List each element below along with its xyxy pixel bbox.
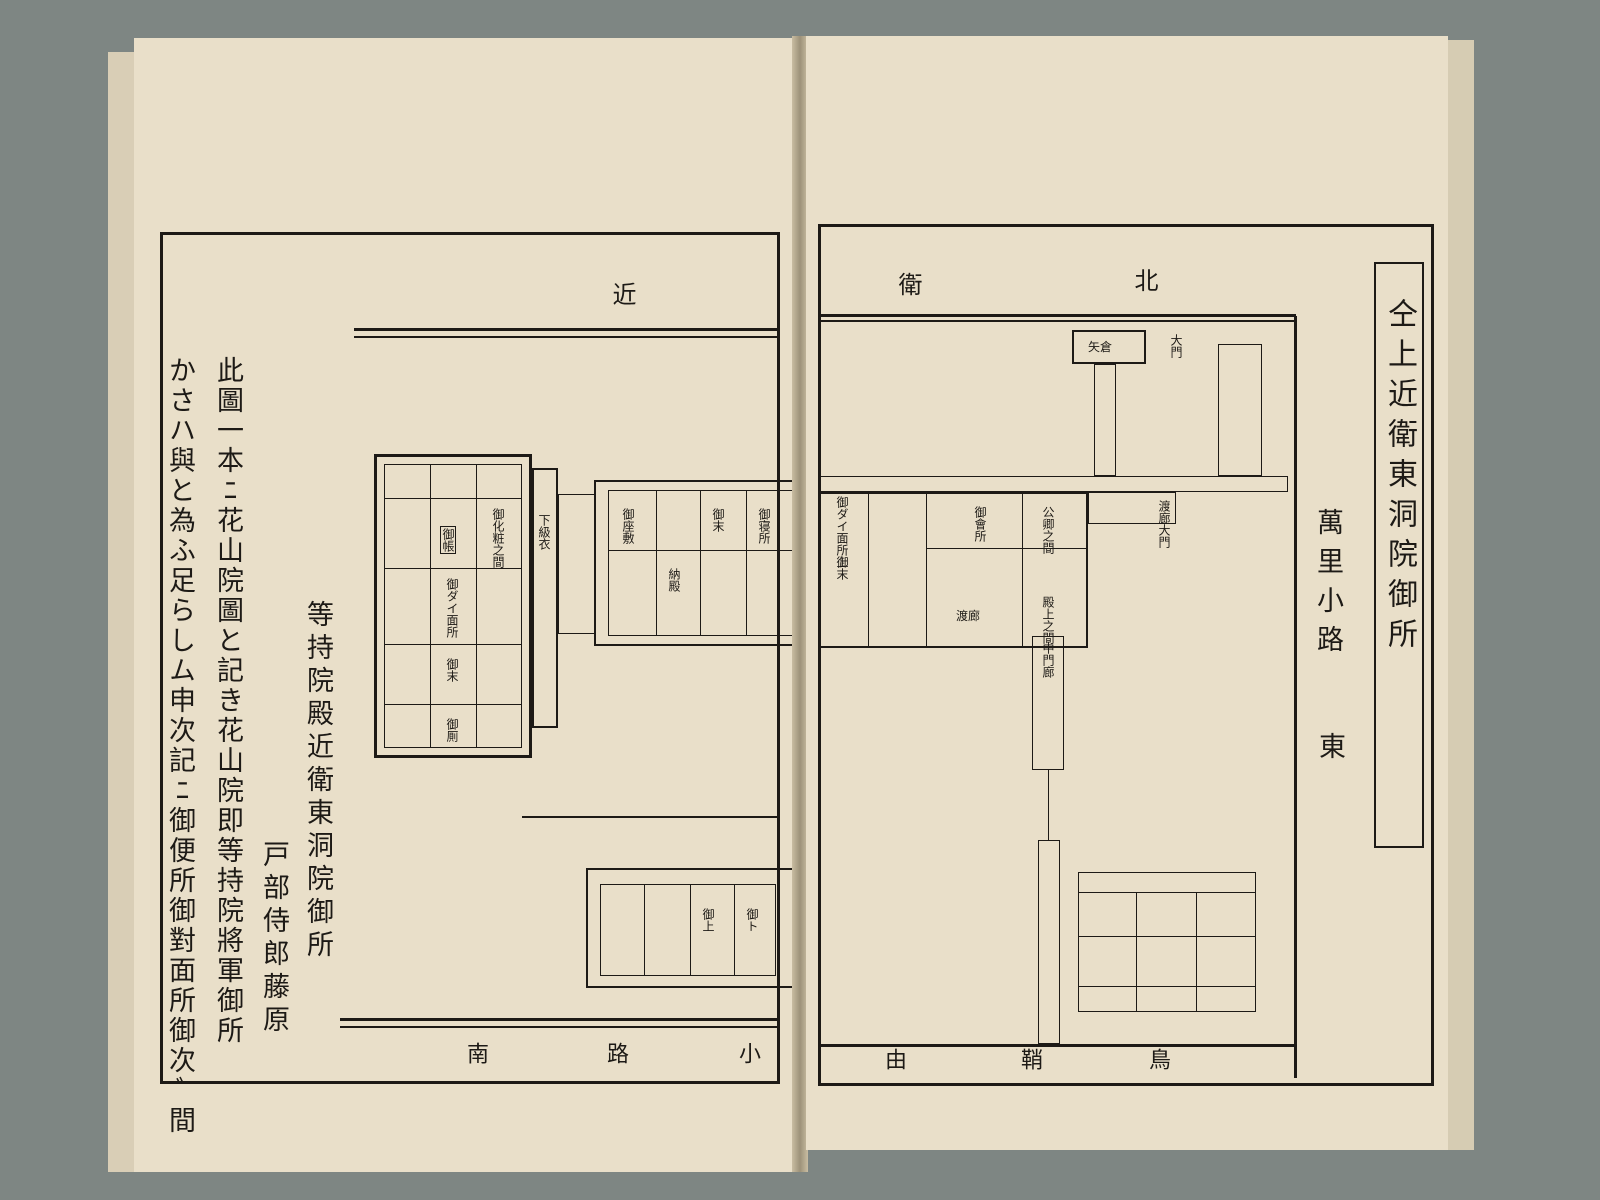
building-south-inner [600,884,776,976]
street-top-label: 近 [608,282,636,306]
grid-line [384,704,522,705]
grid-line [644,884,645,976]
street-top-label: 北 [1130,268,1158,292]
street-bottom-label: 南 [463,1042,488,1064]
building-southeast [1078,872,1256,1012]
grid-line [384,568,522,569]
gate-building [1072,330,1146,364]
grid-line [868,492,869,648]
right-page: 仝上近衛東洞院御所 萬里小路 東 衛 北 矢倉 大門 御會所 公卿之間 殿上之間… [806,36,1448,1150]
title-box [1374,262,1424,848]
connector-line [1048,770,1049,840]
open-book: 近 御帳 御化粧之間 御ダイ面所 御末 御厠 下級衣 御寝所 御末 [108,32,1490,1180]
grid-line [608,550,794,551]
room-label: 渡廊大門 [1157,500,1171,548]
note-line-1: 此圖一本ﾆ花山院圖と記き花山院即等持院將軍御所 [212,356,243,1046]
grid-line [700,490,701,636]
room-label: 御厠 [445,718,459,742]
corridor-main [818,476,1288,492]
left-page: 近 御帳 御化粧之間 御ダイ面所 御末 御厠 下級衣 御寝所 御末 [134,38,856,1172]
room-label: 公卿之間 [1041,506,1055,554]
grid-line [656,490,657,636]
room-label: 御末 [835,556,849,580]
street-line-mid [522,816,780,818]
room-label: 納殿 [667,568,681,592]
hall-complex [818,492,1088,648]
compound-wall-east [1294,316,1297,1078]
hall-east [1088,492,1176,524]
room-label: 御會所 [973,506,987,542]
grid-line [430,464,431,748]
right-frame [818,224,1434,1086]
street-line-bottom-2 [340,1026,780,1028]
grid-line [1022,492,1023,648]
grid-line [1078,892,1256,893]
grid-line [384,644,522,645]
grid-line [384,498,522,499]
compound-wall-top-2 [818,320,1296,322]
room-label: 御座敷 [621,508,635,544]
grid-line [1078,986,1256,987]
room-label: 大門 [1169,334,1183,358]
room-label: 渡廊 [956,609,981,623]
grid-line [926,492,927,648]
room-label: 下級衣 [537,514,551,550]
east-label: 東 [1314,732,1345,759]
left-frame [160,232,780,1084]
room-label: 御ト [745,908,759,932]
grid-line [1136,892,1137,1012]
street-line-bottom [340,1018,780,1021]
room-label: 御帳 [440,526,456,554]
bridge [558,494,596,634]
south-corridor [1038,840,1060,1044]
street-bottom-label: 鞘 [1017,1048,1042,1070]
corridor-north [1094,364,1116,476]
street-bottom-label: 小 [735,1042,760,1064]
room-label: 御寝所 [757,508,771,544]
street-bottom-label: 路 [603,1042,628,1064]
room-label: 御ダイ面所上 [835,496,849,568]
room-label: 御末 [711,508,725,532]
building-west-grid [384,464,522,748]
corridor-east [1218,344,1262,476]
grid-line [1196,892,1197,1012]
street-line-top-2 [354,336,780,338]
room-label: 中門廊 [1041,642,1055,678]
grid-line [926,548,1088,549]
grid-line [1078,936,1256,937]
room-label: 御化粧之間 [491,508,505,568]
right-page-edge [1444,40,1474,1150]
grid-line [734,884,735,976]
grid-line [476,464,477,748]
caption-main: 等持院殿近衛東洞院御所 [302,600,333,963]
compound-wall-top [818,314,1296,317]
corridor-west [532,468,558,728]
side-street-label: 萬里小路 [1312,508,1343,664]
page-title: 仝上近衛東洞院御所 [1382,298,1417,658]
gutter [792,36,808,1172]
room-label: 御末 [445,658,459,682]
street-bottom-label: 由 [881,1048,906,1070]
street-top-label: 衛 [894,272,922,296]
caption-author: 戸部侍郎藤原 [258,840,289,1038]
note-line-2: かさハ與と為ふ足らしム申次記ﾆ御便所御對面所御次ﾞ間 [164,356,195,1136]
street-line-top [354,328,780,331]
room-label: 矢倉 [1088,340,1113,354]
room-label: 殿上之間 [1041,596,1055,644]
room-label: 御ダイ面所 [445,578,459,638]
building-west [374,454,532,758]
grid-line [746,490,747,636]
room-label: 御上 [701,908,715,932]
grid-line [690,884,691,976]
middle-gate-corridor [1032,636,1064,770]
street-bottom-label: 鳥 [1145,1048,1170,1070]
compound-wall-bottom [818,1044,1296,1047]
